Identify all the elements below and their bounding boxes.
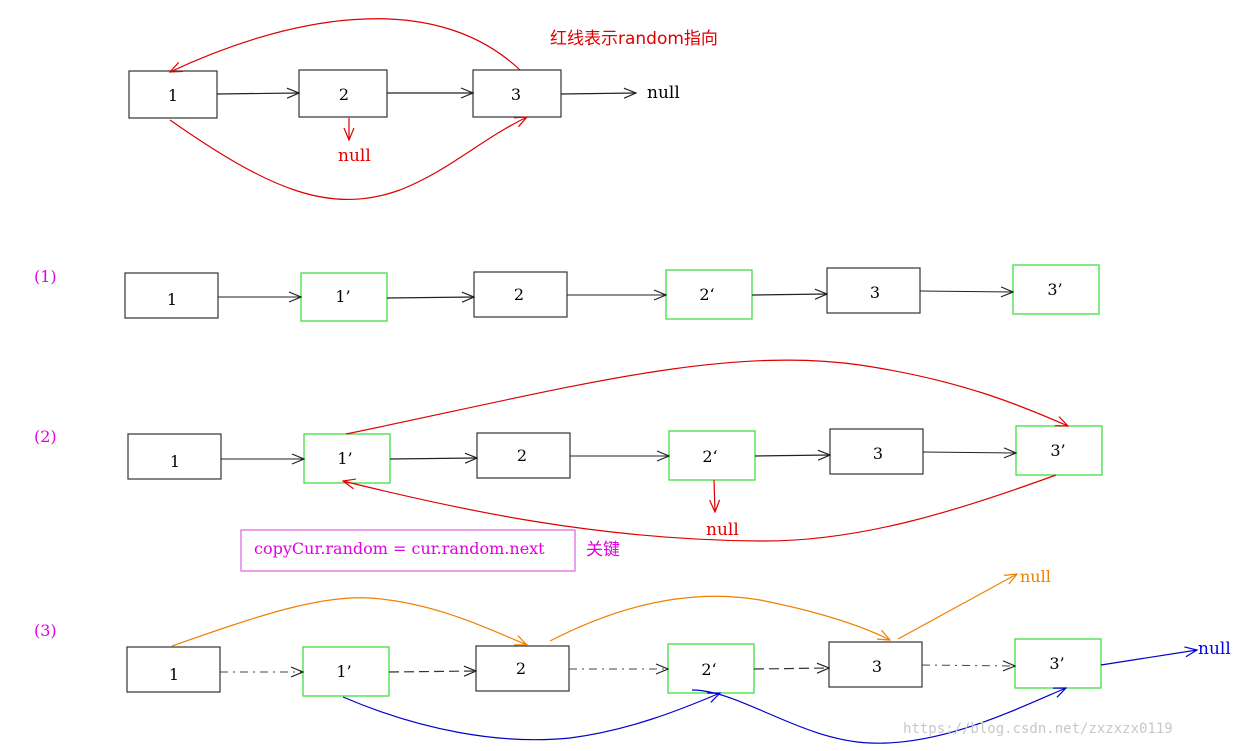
legend-label: 红线表示random指向 xyxy=(550,29,718,49)
node-s3-2-label: 2 xyxy=(516,659,526,678)
node-top-3-label: 3 xyxy=(511,85,521,104)
node-top-1 xyxy=(128,70,218,119)
node-s1-1-copy-label: 1’ xyxy=(335,287,350,306)
node-top-2-label: 2 xyxy=(339,85,349,104)
random-arrow-s2-2copy-to-null xyxy=(714,479,715,512)
node-s3-2 xyxy=(475,645,570,692)
step-3-label: (3) xyxy=(34,621,57,640)
node-s2-1-label: 1 xyxy=(170,452,180,471)
node-s3-1-copy-label: 1’ xyxy=(336,662,351,681)
blue-arrow-1copy-to-2copy xyxy=(342,693,720,741)
node-s2-1-copy-label: 1’ xyxy=(337,449,352,468)
node-s1-2 xyxy=(473,271,568,318)
node-s1-1 xyxy=(124,272,219,319)
step-1-section: (1) 1 1’ 2 2‘ 3 3’ xyxy=(34,264,1100,322)
random-arrow-top-1-to-3 xyxy=(169,117,527,201)
node-s1-3-label: 3 xyxy=(870,283,880,302)
step-2-section: (2) 1 1’ 2 2‘ 3 3’ null copyCur.random =… xyxy=(34,359,1103,572)
next-arrow-s2-5 xyxy=(922,452,1016,453)
node-s3-3 xyxy=(828,641,923,688)
dashed-arrow-s3-4 xyxy=(753,668,829,669)
blue-arrow-2copy-to-3copy xyxy=(691,688,1066,744)
node-s3-3-label: 3 xyxy=(872,657,882,676)
dashed-arrow-s3-2 xyxy=(388,671,476,672)
random-arrow-s2-3copy-to-1copy xyxy=(343,474,1057,542)
node-s2-3-label: 3 xyxy=(873,444,883,463)
code-box xyxy=(240,529,576,572)
blue-arrow-3copy-to-null xyxy=(1100,650,1197,666)
random-arrow-s2-1copy-to-3copy xyxy=(345,359,1068,435)
node-s3-1-copy xyxy=(302,646,390,697)
node-s2-3-copy-label: 3’ xyxy=(1050,441,1065,460)
node-s3-1-label: 1 xyxy=(169,665,179,684)
random-arrow-top-3-to-1 xyxy=(170,18,521,72)
node-s2-1 xyxy=(127,433,222,480)
step-2-label: (2) xyxy=(34,427,57,446)
node-s3-2-copy-label: 2‘ xyxy=(701,660,716,679)
next-arrow-s1-4 xyxy=(751,294,827,295)
node-top-2 xyxy=(298,69,388,118)
node-s1-1-copy xyxy=(300,272,388,322)
node-s1-2-label: 2 xyxy=(514,285,524,304)
node-s1-2-copy-label: 2‘ xyxy=(699,285,714,304)
next-arrow-top-1-2 xyxy=(216,93,299,94)
step-3-section: (3) 1 1’ 2 2‘ 3 3’ null null xyxy=(34,567,1231,744)
top-tail-null: null xyxy=(647,83,680,103)
node-s3-2-copy xyxy=(667,643,755,694)
node-top-1-label: 1 xyxy=(168,86,178,105)
node-s2-2-label: 2 xyxy=(517,446,527,465)
step-3-blue-null: null xyxy=(1198,639,1231,659)
node-s1-3-copy-label: 3’ xyxy=(1047,280,1062,299)
node-s3-3-copy-label: 3’ xyxy=(1049,654,1064,673)
orange-arrow-2-to-3 xyxy=(549,595,890,642)
next-arrow-top-3-null xyxy=(560,93,636,94)
next-arrow-s1-2 xyxy=(386,297,474,298)
next-arrow-s1-5 xyxy=(919,291,1013,292)
next-arrow-s2-4 xyxy=(754,455,830,456)
top-section: 红线表示random指向 1 2 3 null null xyxy=(128,18,718,201)
node-s3-1 xyxy=(126,646,221,693)
node-s2-2-copy-label: 2‘ xyxy=(702,447,717,466)
code-text: copyCur.random = cur.random.next xyxy=(254,539,545,558)
step-1-label: (1) xyxy=(34,267,57,286)
node-s1-1-label: 1 xyxy=(167,290,177,309)
node-s2-3 xyxy=(829,428,924,475)
key-label: 关键 xyxy=(586,540,620,560)
next-arrow-s2-2 xyxy=(389,458,477,459)
dashed-arrow-s3-5 xyxy=(921,665,1015,666)
top-random-null: null xyxy=(338,146,371,166)
step-2-random-null: null xyxy=(706,520,739,540)
orange-arrow-1-to-2 xyxy=(171,597,527,647)
orange-arrow-3-to-null xyxy=(897,574,1017,640)
node-top-3 xyxy=(472,69,562,118)
step-3-orange-null: null xyxy=(1020,567,1051,586)
watermark: https://blog.csdn.net/zxzxzx0119 xyxy=(903,721,1173,737)
